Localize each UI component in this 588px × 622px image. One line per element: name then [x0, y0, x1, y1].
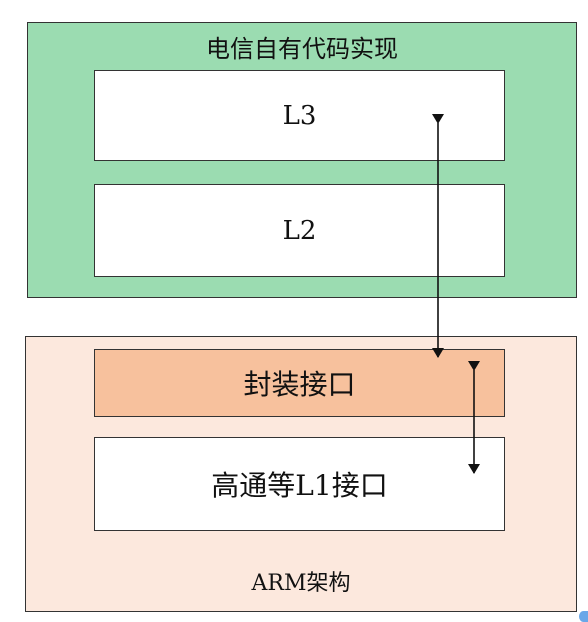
wrapper-interface-label: 封装接口: [243, 368, 356, 401]
l1-interface-box: 高通等L1接口: [94, 437, 505, 531]
arm-region-title: ARM架构: [251, 571, 351, 596]
l1-interface-label: 高通等L1接口: [211, 469, 388, 502]
wrapper-interface-box: 封装接口: [94, 349, 505, 417]
l2-layer-label: L2: [282, 215, 317, 246]
telecom-region-title: 电信自有代码实现: [206, 35, 398, 63]
corner-marker-icon: [579, 611, 588, 622]
l3-layer-label: L3: [282, 100, 317, 131]
